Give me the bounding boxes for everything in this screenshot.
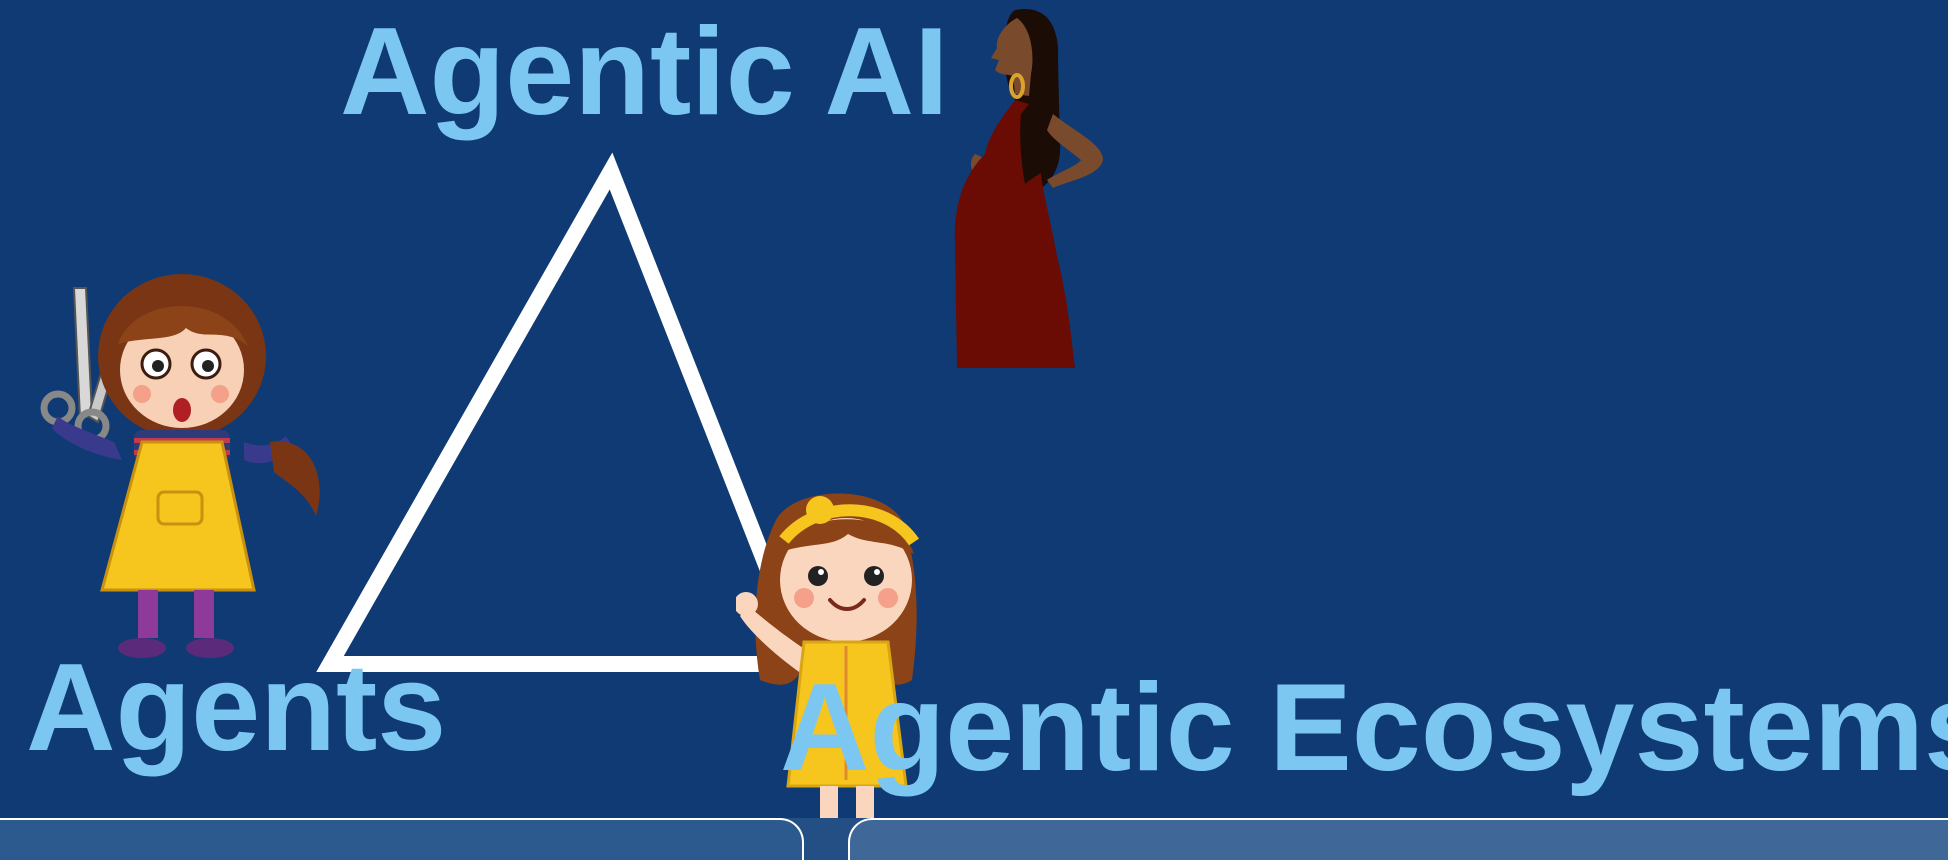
node-label-bottom-left: Agents bbox=[26, 639, 447, 777]
node-label-bottom-right: Agentic Ecosystems bbox=[780, 659, 1948, 797]
node-label-top: Agentic AI bbox=[340, 3, 949, 141]
triangle-outline bbox=[316, 152, 817, 672]
smiling-girl-yellow-dress-illustration bbox=[736, 493, 919, 850]
footer-tab-left bbox=[0, 818, 804, 860]
footer-tab-right bbox=[848, 818, 1948, 860]
girl-with-scissors-illustration bbox=[40, 274, 320, 658]
pregnant-woman-illustration bbox=[954, 8, 1103, 368]
